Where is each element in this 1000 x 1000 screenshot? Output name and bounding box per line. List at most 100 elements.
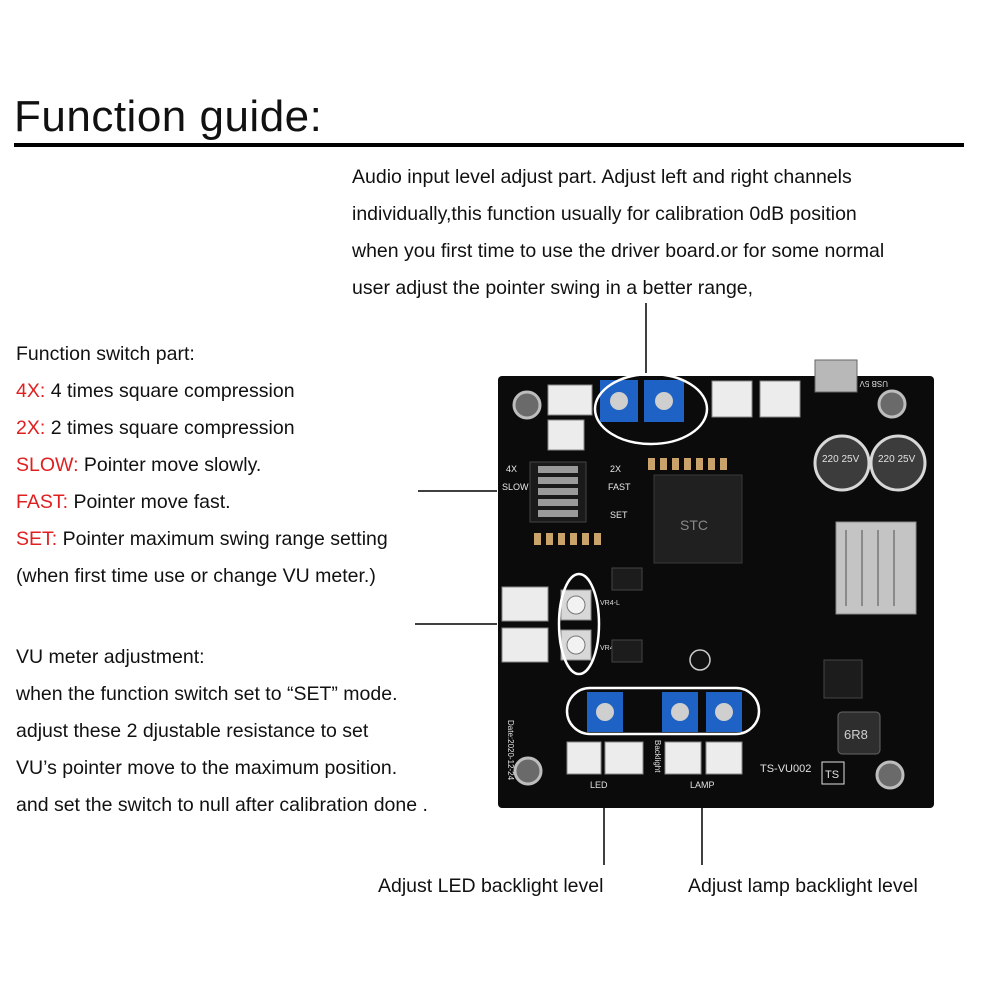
ic [611, 639, 643, 663]
function-desc: 4 times square compression [45, 380, 295, 402]
mounting-hole [512, 390, 542, 420]
smd-resistor [708, 458, 715, 470]
connector-white [705, 741, 743, 775]
connector-white [664, 741, 702, 775]
dip-lever [538, 488, 578, 495]
highlight-ring-input [593, 372, 709, 446]
smd-resistor [696, 458, 703, 470]
bottom-label-lamp: LAMP [690, 780, 715, 790]
vr-label: VR4-L [600, 600, 620, 607]
vu-adjust-description: VU meter adjustment: when the function s… [16, 639, 428, 824]
smd-resistor [684, 458, 691, 470]
chip-label: STC [680, 517, 708, 533]
audio-input-line: individually,this function usually for c… [352, 203, 857, 225]
function-item-set: SET: Pointer maximum swing range setting [16, 521, 388, 558]
audio-input-line: Audio input level adjust part. Adjust le… [352, 166, 852, 188]
pot-dial [566, 595, 586, 615]
bottom-label-led: LED [590, 780, 608, 790]
capacitor-label: 220 25V [878, 454, 916, 465]
backlight-label: Backlight [653, 740, 662, 773]
vu-adjust-line: VU meter adjustment: [16, 646, 205, 668]
connector-white [501, 586, 549, 622]
function-switch-note: (when first time use or change VU meter.… [16, 565, 376, 587]
connector-white [604, 741, 644, 775]
title-underline [14, 143, 964, 147]
vu-pot-left [560, 589, 592, 621]
date-label: Date:2020-12-24 [506, 720, 515, 781]
lamp-backlight-caption: Adjust lamp backlight level [688, 875, 918, 897]
mounting-hole [877, 389, 907, 419]
mounting-holes [512, 389, 907, 790]
smd-resistor [594, 533, 601, 545]
connector-white [501, 627, 549, 663]
smd-resistor [648, 458, 655, 470]
function-key: 2X: [16, 417, 46, 439]
function-item-2x: 2X: 2 times square compression [16, 410, 388, 447]
smd-resistor [582, 533, 589, 545]
capacitor [813, 434, 871, 492]
function-key: SET: [16, 528, 58, 550]
smd-resistor [660, 458, 667, 470]
function-item-4x: 4X: 4 times square compression [16, 373, 388, 410]
smd-resistor [534, 533, 541, 545]
vu-adjust-line: adjust these 2 djustable resistance to s… [16, 720, 369, 742]
dip-label-fast: FAST [608, 482, 631, 492]
vu-adjust-line: when the function switch set to “SET” mo… [16, 683, 398, 705]
function-switch-heading: Function switch part: [16, 343, 195, 365]
function-desc: 2 times square compression [45, 417, 295, 439]
mounting-hole [513, 756, 543, 786]
dip-label-2x: 2X [610, 464, 621, 474]
pot-dial [596, 703, 614, 721]
led-backlight-caption: Adjust LED backlight level [378, 875, 604, 897]
dip-label-4x: 4X [506, 464, 517, 474]
ts-logo-text: TS [825, 769, 839, 781]
vu-adjust-line: and set the switch to null after calibra… [16, 794, 428, 816]
inductor-label: 6R8 [844, 727, 868, 742]
page-title: Function guide: [14, 92, 323, 141]
dip-lever [538, 499, 578, 506]
connector-white [711, 380, 753, 418]
smd-resistor [570, 533, 577, 545]
main-chip [653, 474, 743, 564]
audio-input-line: user adjust the pointer swing in a bette… [352, 277, 754, 299]
highlight-ring-vu [557, 572, 601, 676]
pot-dial [655, 392, 673, 410]
ic [611, 567, 643, 591]
mounting-hole [875, 760, 905, 790]
heat-sink [835, 521, 917, 615]
connector-white [759, 380, 801, 418]
connector-white [547, 384, 593, 416]
function-desc: Pointer move fast. [68, 491, 231, 513]
audio-input-description: Audio input level adjust part. Adjust le… [352, 159, 884, 307]
usb-port [814, 359, 858, 393]
function-key: SLOW: [16, 454, 79, 476]
usb-label: USB 5V [859, 379, 888, 388]
function-switch-description: Function switch part: 4X: 4 times square… [16, 336, 388, 595]
pot-dial [610, 392, 628, 410]
function-item-slow: SLOW: Pointer move slowly. [16, 447, 388, 484]
dip-label-slow: SLOW [502, 482, 529, 492]
vu-adjust-line: VU’s pointer move to the maximum positio… [16, 757, 398, 779]
dip-lever [538, 510, 578, 517]
inductor [837, 711, 881, 755]
capacitor-label: 220 25V [822, 454, 860, 465]
led-indicator [689, 649, 711, 671]
dip-lever [538, 477, 578, 484]
smd-resistor [546, 533, 553, 545]
smd-resistor [558, 533, 565, 545]
connector-white [566, 741, 602, 775]
highlight-ring-backlight [565, 686, 761, 736]
function-key: FAST: [16, 491, 69, 513]
pot-dial [566, 635, 586, 655]
capacitor [869, 434, 927, 492]
model-label: TS-VU002 [760, 763, 811, 775]
dip-lever [538, 466, 578, 473]
vr-label: VR4-R [600, 645, 621, 652]
smd-resistor [720, 458, 727, 470]
function-desc: Pointer move slowly. [78, 454, 262, 476]
smd-resistor [672, 458, 679, 470]
function-item-fast: FAST: Pointer move fast. [16, 484, 388, 521]
pot-dial [671, 703, 689, 721]
ts-logo [821, 761, 845, 785]
